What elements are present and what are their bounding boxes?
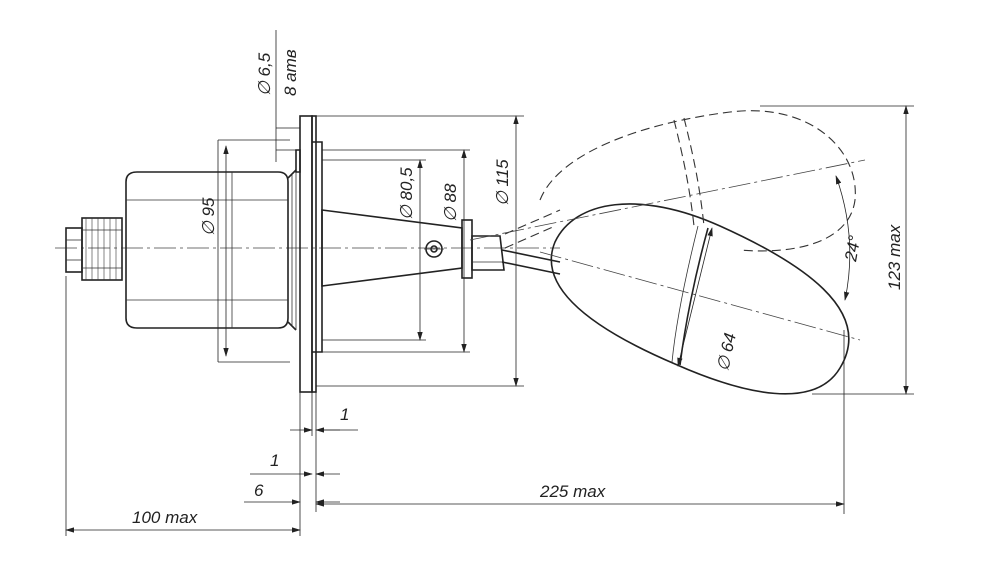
- dim-100-label: 100 max: [132, 508, 198, 527]
- float-arm: [501, 249, 561, 275]
- float-solid: [539, 203, 861, 395]
- dia-115-label: ∅ 115: [493, 159, 512, 206]
- dia-6-5-label: ∅ 6,5: [255, 52, 274, 96]
- dim-123-label: 123 max: [885, 224, 904, 290]
- dim-123-max: [760, 105, 914, 395]
- pressure-label: 8 атв: [281, 49, 300, 96]
- dim-100-max: [65, 276, 301, 536]
- dim-1-left-label: 1: [270, 451, 279, 470]
- angle-24-label: 24°: [841, 234, 864, 264]
- dia-88-label: ∅ 88: [441, 183, 460, 222]
- dim-dia-115: [316, 115, 524, 387]
- cable-gland: [65, 217, 123, 281]
- angle-arc: [835, 175, 851, 301]
- housing-body: [125, 169, 297, 331]
- dim-dia-88: [322, 149, 470, 353]
- dia-64-label: ∅ 64: [713, 331, 740, 373]
- dia-80-5-label: ∅ 80,5: [397, 167, 416, 220]
- float-raised-dashed: [469, 110, 866, 252]
- dia-95-label: ∅ 95: [199, 197, 218, 236]
- dim-225-label: 225 max: [539, 482, 606, 501]
- flange: [295, 115, 323, 393]
- dim-dia-80-5: [322, 159, 426, 341]
- dim-1-top-label: 1: [340, 405, 349, 424]
- dim-6-label: 6: [254, 481, 264, 500]
- dim-dia-95: [217, 139, 290, 363]
- dim-dia-64-line: [677, 227, 713, 367]
- dim-1-flange: [290, 392, 358, 436]
- dim-225-max: [315, 330, 845, 514]
- dim-dia-6-5: [275, 30, 300, 162]
